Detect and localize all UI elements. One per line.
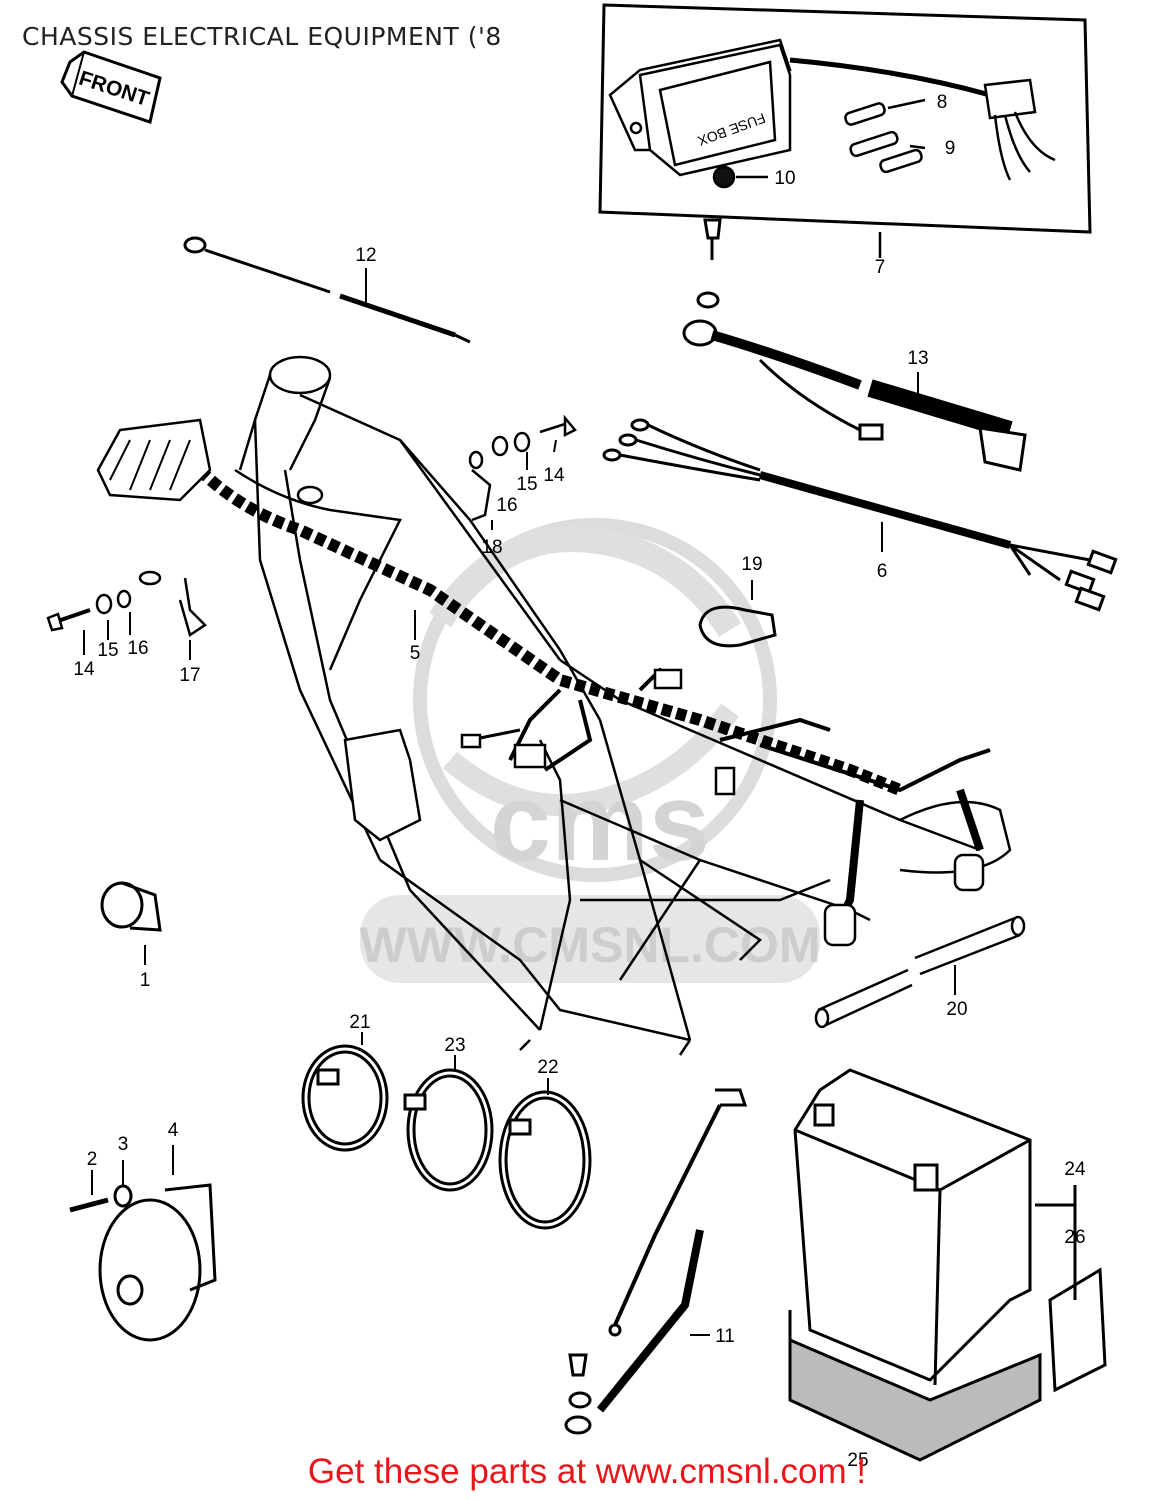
callout-2: 2 — [87, 1149, 98, 1170]
page-title: CHASSIS ELECTRICAL EQUIPMENT ('8 — [22, 22, 502, 51]
callout-14-left: 14 — [73, 659, 95, 680]
hardware-left — [46, 570, 207, 660]
callout-22: 22 — [537, 1057, 558, 1078]
callout-labels: 1 2 3 4 5 6 7 8 9 10 11 12 13 14 15 16 1… — [73, 92, 1086, 1471]
footer-link-text[interactable]: Get these parts at www.cmsnl.com ! — [307, 1452, 867, 1491]
parts-2-3-4-horn — [69, 1145, 217, 1342]
part-5-main-harness — [96, 418, 991, 947]
callout-21: 21 — [349, 1012, 370, 1033]
callout-23: 23 — [444, 1035, 465, 1056]
parts-21-22-23-bands — [301, 1032, 592, 1230]
callout-16-top: 16 — [496, 495, 517, 516]
part-13-battery-cable — [682, 218, 1027, 472]
watermark: cms WWW.CMSNL.COM — [359, 518, 821, 983]
callout-7: 7 — [875, 257, 886, 278]
callout-12: 12 — [355, 245, 376, 266]
callout-3: 3 — [118, 1134, 129, 1155]
callout-13: 13 — [907, 348, 928, 369]
callout-18: 18 — [481, 537, 502, 558]
front-direction-tag: FRONT — [60, 50, 162, 124]
part-12-lead — [183, 236, 471, 344]
fuse-box-assembly: FUSE BOX — [598, 3, 1092, 258]
callout-24: 24 — [1064, 1159, 1086, 1180]
part-6-harness — [602, 418, 1118, 612]
callout-8: 8 — [937, 92, 948, 113]
part-20-tube — [814, 915, 1026, 1029]
callout-5: 5 — [410, 643, 421, 664]
callout-26: 26 — [1064, 1227, 1085, 1248]
callout-19: 19 — [741, 554, 762, 575]
callout-9: 9 — [945, 138, 956, 159]
callout-1: 1 — [140, 970, 151, 991]
callout-17: 17 — [179, 665, 200, 686]
callout-14-top: 14 — [543, 465, 565, 486]
callout-25: 25 — [847, 1450, 868, 1471]
callout-15-top: 15 — [516, 474, 537, 495]
watermark-url: WWW.CMSNL.COM — [359, 917, 820, 973]
part-1-relay — [100, 881, 162, 965]
callout-10: 10 — [774, 168, 795, 189]
callout-20: 20 — [946, 999, 967, 1020]
watermark-brand: cms — [490, 761, 710, 884]
callout-4: 4 — [168, 1120, 179, 1141]
callout-15-left: 15 — [97, 640, 118, 661]
callout-16-left: 16 — [127, 638, 148, 659]
part-19-clamp — [698, 580, 777, 648]
part-11-ground-cable — [564, 1088, 748, 1435]
callout-11: 11 — [715, 1326, 735, 1347]
callout-6: 6 — [877, 561, 888, 582]
parts-24-25-26-battery — [788, 1068, 1107, 1462]
hardware-top — [468, 414, 577, 530]
